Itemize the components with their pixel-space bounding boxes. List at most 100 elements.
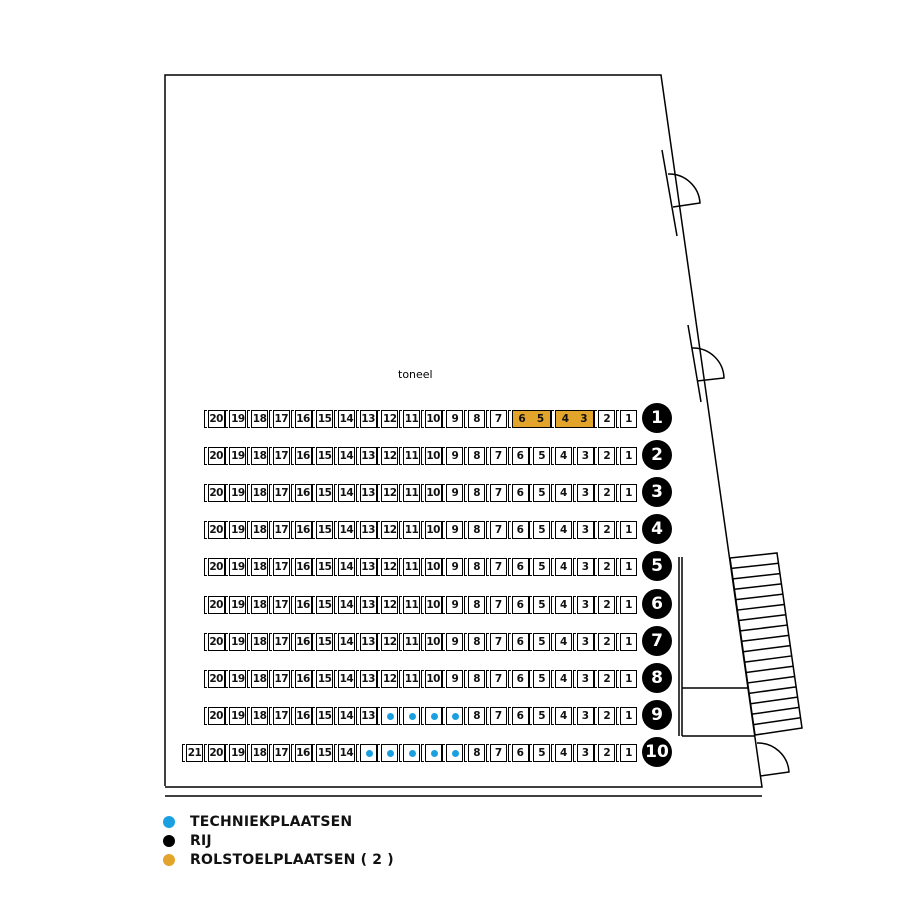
seat-number: 19 xyxy=(229,558,247,577)
seat-back xyxy=(290,447,294,466)
seat-number: 8 xyxy=(468,447,486,466)
seat-back xyxy=(616,595,619,614)
seat-number: 10 xyxy=(424,595,442,614)
seat-box xyxy=(446,743,464,762)
seat-box xyxy=(446,706,464,725)
seat-number: 20 xyxy=(207,447,225,466)
seat-back xyxy=(550,743,554,762)
seat-back xyxy=(399,706,402,725)
seat-number: 14 xyxy=(337,484,355,503)
seat-back xyxy=(464,558,468,577)
seat-back xyxy=(507,447,511,466)
seat-number: 12 xyxy=(381,410,399,428)
seat-back xyxy=(377,410,381,428)
legend-dot-icon xyxy=(163,853,175,866)
seat-number: 8 xyxy=(468,558,486,577)
seat-back xyxy=(225,743,229,762)
seat-back xyxy=(268,706,272,725)
seat-number: 14 xyxy=(337,447,355,466)
legend: TECHNIEKPLAATSEN RIJ ROLSTOELPLAATSEN ( … xyxy=(163,812,394,869)
seat-number: 2 xyxy=(598,669,616,688)
seat-number: 18 xyxy=(251,484,269,503)
seat-number: 11 xyxy=(403,632,420,651)
seat-number: 3 xyxy=(576,484,594,503)
seat-number: 16 xyxy=(294,484,312,503)
seat-back xyxy=(203,743,207,762)
seat-back xyxy=(203,410,207,428)
seat-back xyxy=(572,632,576,651)
seat-back xyxy=(550,410,554,428)
seat-number: 7 xyxy=(489,706,507,725)
seat-back xyxy=(594,743,598,762)
seat-back xyxy=(464,410,468,428)
tech-dot-icon xyxy=(387,749,395,757)
seat-number: 4 xyxy=(554,595,572,614)
tech-dot-icon xyxy=(452,712,460,720)
seat-back xyxy=(420,595,424,614)
seat-back xyxy=(594,669,598,688)
seat-number: 11 xyxy=(403,447,420,466)
stair-tread xyxy=(751,706,800,715)
seat-back xyxy=(485,632,489,651)
seat-number: 9 xyxy=(446,521,464,540)
seat-number: 2 xyxy=(598,706,616,725)
seat-number: 16 xyxy=(294,632,312,651)
seat-back xyxy=(616,743,619,762)
seat-back xyxy=(203,484,207,503)
seat-number: 16 xyxy=(294,521,312,540)
seat-back xyxy=(268,743,272,762)
seat-back xyxy=(420,558,424,577)
seat-back xyxy=(507,743,511,762)
seat-number: 13 xyxy=(359,521,377,540)
seat-number: 8 xyxy=(468,521,486,540)
seat-number: 12 xyxy=(381,669,399,688)
seat-number: 6 xyxy=(511,595,529,614)
seat-back xyxy=(203,632,207,651)
seat-back xyxy=(399,743,402,762)
seat-number: 1 xyxy=(620,595,637,614)
seat-number: 9 xyxy=(446,632,464,651)
seat-number: 18 xyxy=(251,447,269,466)
seat-number: 19 xyxy=(229,743,247,762)
seat-back xyxy=(464,669,468,688)
seat-back xyxy=(333,706,337,725)
door-bottom xyxy=(756,742,790,777)
seat-number: 8 xyxy=(468,484,486,503)
seat-back xyxy=(529,706,533,725)
seat-back xyxy=(399,595,402,614)
seat-back xyxy=(507,521,511,540)
stair-tread xyxy=(737,603,785,611)
seat-back xyxy=(203,595,207,614)
seat-back xyxy=(572,669,576,688)
seat-back xyxy=(290,558,294,577)
seat-back xyxy=(550,484,554,503)
seat-back xyxy=(550,706,554,725)
seat-back xyxy=(594,558,598,577)
legend-dot-icon xyxy=(163,834,175,847)
seat-back xyxy=(333,410,337,428)
seat-number: 4 xyxy=(554,484,572,503)
seat-back xyxy=(333,521,337,540)
seat-number: 1 xyxy=(620,558,637,577)
seat-back xyxy=(594,632,598,651)
seat-back xyxy=(355,706,359,725)
seat-number: 2 xyxy=(598,447,616,466)
seat-number: 6 xyxy=(511,632,529,651)
seat-back xyxy=(247,706,251,725)
seat-box xyxy=(403,706,420,725)
stair-tread xyxy=(741,634,789,643)
seat-number: 14 xyxy=(337,669,355,688)
tech-dot-icon xyxy=(409,712,416,720)
seat-back xyxy=(333,595,337,614)
seat-back xyxy=(485,595,489,614)
seat-back xyxy=(594,595,598,614)
seat-back xyxy=(594,706,598,725)
seat-number: 8 xyxy=(468,632,486,651)
seat-number: 3 xyxy=(576,632,594,651)
legend-item-row: RIJ xyxy=(163,831,394,850)
seat-number: 4 xyxy=(554,521,572,540)
